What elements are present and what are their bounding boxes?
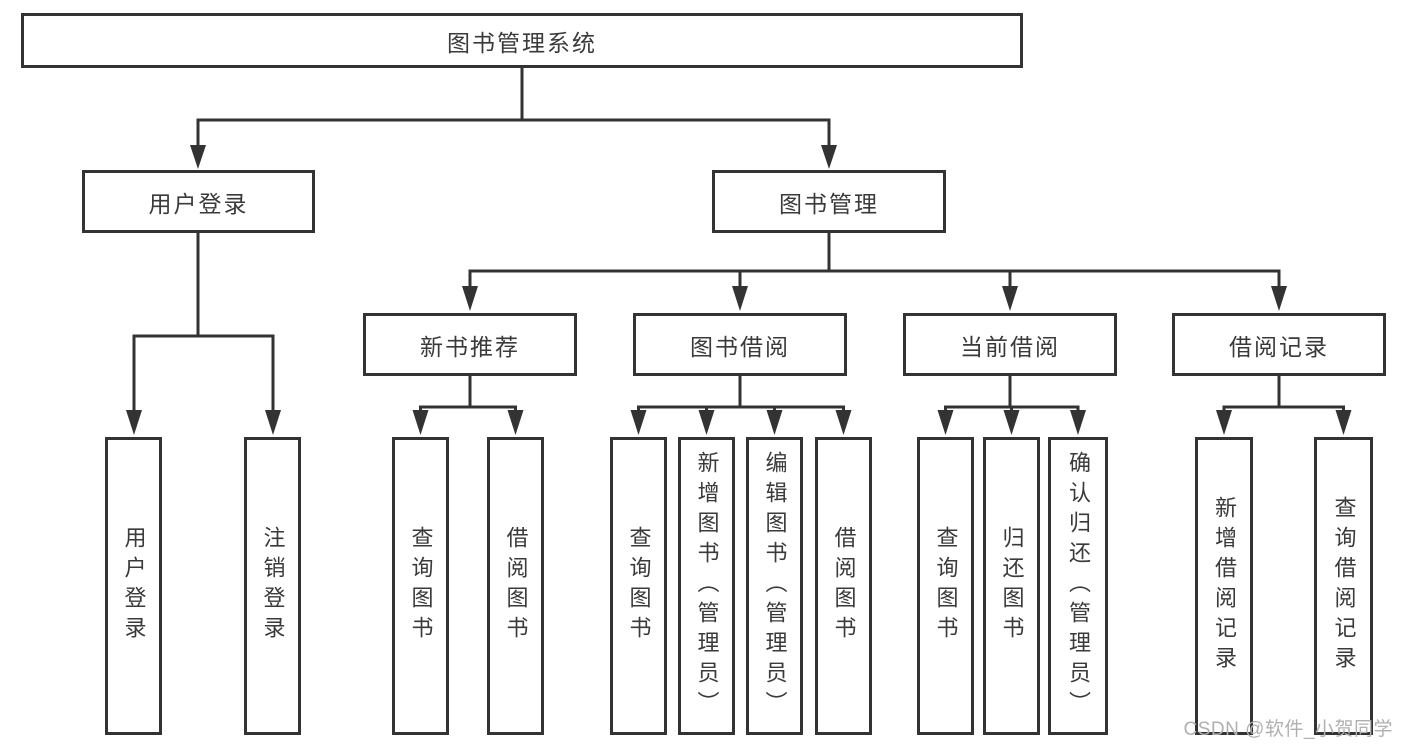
arrow-down-icon <box>766 410 783 435</box>
arrow-down-icon <box>835 410 852 435</box>
arrow-down-icon <box>732 286 748 311</box>
arrow-down-icon <box>265 410 281 435</box>
node-book-management: 图书管理 <box>712 170 946 233</box>
leaf-borrowing-edit-books-admin: 编辑图书（管理员） <box>746 437 803 735</box>
arrow-down-icon <box>462 286 478 311</box>
arrow-down-icon <box>630 410 647 435</box>
arrow-down-icon <box>190 145 206 169</box>
arrow-down-icon <box>1335 410 1352 435</box>
leaf-user-login: 用户登录 <box>105 437 162 735</box>
arrow-down-icon <box>937 410 954 435</box>
leaf-borrowing-query-books: 查询图书 <box>610 437 667 735</box>
arrow-down-icon <box>1070 410 1086 435</box>
leaf-records-query-record: 查询借阅记录 <box>1314 437 1373 735</box>
arrow-down-icon <box>1003 410 1020 435</box>
arrow-down-icon <box>1002 286 1018 311</box>
arrow-down-icon <box>698 410 715 435</box>
leaf-recommend-query-books: 查询图书 <box>392 437 449 735</box>
arrow-down-icon <box>412 410 429 435</box>
arrow-down-icon <box>1216 410 1232 435</box>
node-book-borrowing: 图书借阅 <box>633 313 847 376</box>
leaf-current-confirm-return-admin: 确认归还（管理员） <box>1048 437 1108 735</box>
node-current-borrowing: 当前借阅 <box>903 313 1117 376</box>
leaf-records-add-record: 新增借阅记录 <box>1195 437 1253 735</box>
node-new-book-recommendation: 新书推荐 <box>363 313 577 376</box>
leaf-borrowing-add-books-admin: 新增图书（管理员） <box>678 437 735 735</box>
csdn-watermark: CSDN @软件_小贺同学 <box>1183 719 1393 740</box>
arrow-down-icon <box>821 145 837 169</box>
leaf-current-return-books: 归还图书 <box>983 437 1040 735</box>
arrow-down-icon <box>1271 286 1287 311</box>
arrow-down-icon <box>126 410 142 435</box>
node-borrowing-records: 借阅记录 <box>1172 313 1386 376</box>
arrow-down-icon <box>507 410 524 435</box>
leaf-recommend-borrow-books: 借阅图书 <box>487 437 544 735</box>
leaf-current-query-books: 查询图书 <box>917 437 974 735</box>
leaf-borrowing-borrow-books: 借阅图书 <box>815 437 872 735</box>
node-root-system: 图书管理系统 <box>21 13 1023 68</box>
leaf-logout: 注销登录 <box>244 437 301 735</box>
node-user-login: 用户登录 <box>82 170 315 233</box>
